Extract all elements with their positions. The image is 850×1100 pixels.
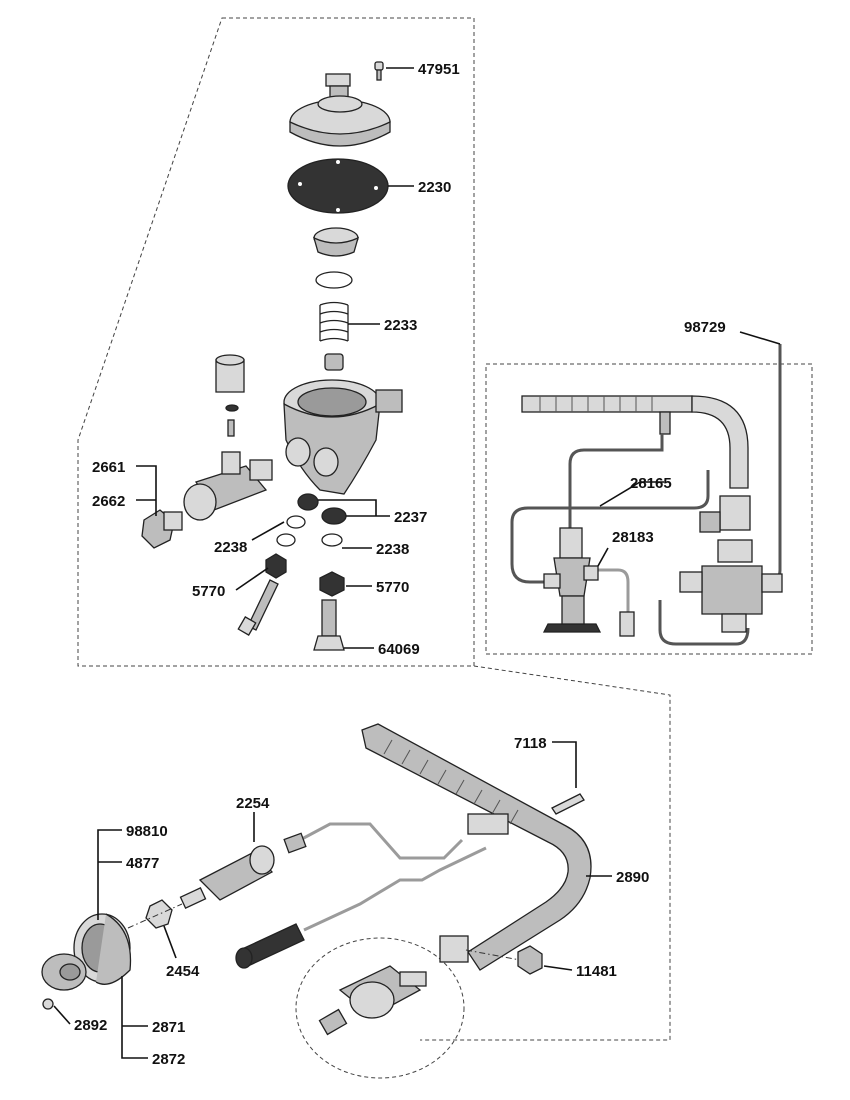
pilot-assembly xyxy=(510,344,783,646)
label-5770-right: 5770 xyxy=(376,579,409,596)
supply-tube-98729 xyxy=(752,344,782,584)
label-2238-right: 2238 xyxy=(376,541,409,558)
valve-detail xyxy=(318,965,427,1036)
label-2872: 2872 xyxy=(152,1051,185,1068)
pilot-valve xyxy=(542,527,602,633)
tee-fitting xyxy=(183,451,273,521)
small-pin xyxy=(227,419,235,437)
burner-assembly xyxy=(41,723,592,1036)
label-5770-left: 5770 xyxy=(192,583,225,600)
label-28165: 28165 xyxy=(630,475,672,492)
control-knob-bezel xyxy=(73,913,132,985)
nut-axis xyxy=(465,949,521,961)
bolt-64069 xyxy=(313,599,345,651)
diaphragm xyxy=(287,158,389,214)
washer-2238-left-2 xyxy=(276,533,296,547)
label-2892: 2892 xyxy=(74,1017,107,1034)
small-washer xyxy=(225,404,239,412)
spring xyxy=(319,301,349,342)
pilot-tube-loop xyxy=(510,470,710,584)
pipe-plug xyxy=(141,509,183,549)
leader-lines xyxy=(53,67,781,1059)
regulator-top-cover xyxy=(289,73,391,147)
regulator-assembly xyxy=(141,61,403,651)
valve-detail-circle xyxy=(295,937,465,1079)
pilot-orifice xyxy=(619,611,635,637)
label-2871: 2871 xyxy=(152,1019,185,1036)
pilot-tube-28183 xyxy=(598,568,630,612)
label-28183: 28183 xyxy=(612,529,654,546)
valve-seat xyxy=(312,227,360,257)
compression-fitting xyxy=(145,899,173,929)
part-labels: 47951 2230 2233 2661 2662 2237 2238 2238… xyxy=(74,61,726,1068)
regulator-body xyxy=(283,379,403,495)
valve-stem xyxy=(324,353,344,371)
label-2238-left: 2238 xyxy=(214,539,247,556)
label-2237: 2237 xyxy=(394,509,427,526)
pilot-burner-tube xyxy=(521,395,749,489)
nut-5770-left xyxy=(265,553,287,579)
hex-cap xyxy=(215,354,245,393)
thermocouple-lead xyxy=(303,846,487,932)
nut-11481 xyxy=(517,945,543,975)
stud-bolt-left xyxy=(237,579,279,636)
label-4877: 4877 xyxy=(126,855,159,872)
label-98810: 98810 xyxy=(126,823,168,840)
label-64069: 64069 xyxy=(378,641,420,658)
washer-2238-left xyxy=(286,515,306,529)
label-11481: 11481 xyxy=(576,963,617,980)
regulator-detail-frame xyxy=(77,17,475,667)
o-ring xyxy=(315,271,353,289)
main-burner-tube xyxy=(361,723,592,971)
pilot-assembly-detail-frame xyxy=(485,363,813,655)
gas-control-valve xyxy=(679,495,783,633)
knob-clip xyxy=(42,998,54,1010)
label-98729: 98729 xyxy=(684,319,726,336)
pilot-supply-tube xyxy=(299,822,464,860)
gasket-2237-right xyxy=(321,507,347,525)
pilot-valve-2254 xyxy=(179,832,307,909)
nut-5770-right xyxy=(319,571,345,597)
label-2454: 2454 xyxy=(166,963,200,980)
label-7118: 7118 xyxy=(514,735,547,752)
washer-2238-right xyxy=(321,533,343,547)
label-2230: 2230 xyxy=(418,179,451,196)
pilot-tube-28165 xyxy=(568,434,664,530)
label-47951: 47951 xyxy=(418,61,460,78)
control-knob xyxy=(41,953,87,991)
thermocouple-tip xyxy=(551,793,585,815)
label-2233: 2233 xyxy=(384,317,417,334)
label-2254: 2254 xyxy=(236,795,270,812)
adjustment-screw xyxy=(374,61,384,81)
burner-detail-frame xyxy=(420,665,671,1041)
assembly-axis xyxy=(127,903,183,929)
return-tube xyxy=(658,600,750,646)
label-2661: 2661 xyxy=(92,459,125,476)
gasket-2237-left xyxy=(297,493,319,511)
label-2662: 2662 xyxy=(92,493,125,510)
label-2890: 2890 xyxy=(616,869,649,886)
spark-igniter xyxy=(235,923,305,969)
